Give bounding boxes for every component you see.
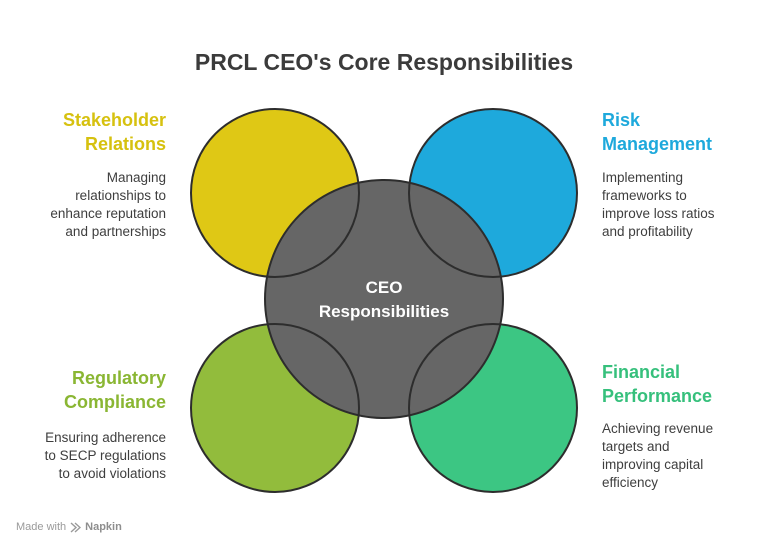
heading-line: Performance: [602, 386, 713, 406]
heading-line: Financial: [602, 362, 681, 382]
overlap-outlines: [190, 108, 578, 493]
description-line: Ensuring adherence: [45, 430, 166, 445]
center-label-line: Responsibilities: [318, 302, 450, 321]
stakeholder-description: Managing relationships to enhance reputa…: [6, 169, 166, 241]
description-line: Managing: [106, 170, 166, 185]
center-circle: [264, 179, 504, 419]
heading-line: Relations: [84, 134, 166, 154]
description-line: improving capital: [602, 457, 704, 472]
financial-description: Achieving revenue targets and improving …: [602, 420, 762, 492]
description-line: efficiency: [602, 475, 659, 490]
description-line: relationships to: [75, 188, 166, 203]
made-with-label: Made with: [16, 521, 67, 533]
risk-heading: Risk Management: [602, 108, 762, 156]
napkin-logo-icon: [70, 521, 82, 533]
heading-line: Stakeholder: [62, 110, 166, 130]
description-line: to avoid violations: [58, 466, 166, 481]
description-line: and partnerships: [65, 224, 166, 239]
regulatory-heading: Regulatory Compliance: [6, 366, 166, 414]
made-with-napkin-watermark: Made with Napkin: [16, 521, 122, 533]
description-line: frameworks to: [602, 188, 687, 203]
description-line: to SECP regulations: [44, 448, 166, 463]
diagram-title: PRCL CEO's Core Responsibilities: [194, 49, 574, 75]
financial-heading: Financial Performance: [602, 360, 762, 408]
heading-line: Management: [602, 134, 713, 154]
description-line: improve loss ratios: [602, 206, 715, 221]
heading-line: Regulatory: [71, 368, 166, 388]
heading-line: Risk: [602, 110, 641, 130]
center-label-line: CEO: [365, 278, 403, 297]
center-label: CEO Responsibilities: [284, 276, 484, 324]
description-line: enhance reputation: [50, 206, 166, 221]
regulatory-description: Ensuring adherence to SECP regulations t…: [6, 429, 166, 483]
risk-description: Implementing frameworks to improve loss …: [602, 169, 762, 241]
description-line: targets and: [602, 439, 670, 454]
description-line: and profitability: [602, 224, 693, 239]
description-line: Implementing: [602, 170, 684, 185]
heading-line: Compliance: [63, 392, 166, 412]
description-line: Achieving revenue: [602, 421, 714, 436]
stakeholder-heading: Stakeholder Relations: [6, 108, 166, 156]
napkin-brand-label: Napkin: [85, 521, 122, 533]
